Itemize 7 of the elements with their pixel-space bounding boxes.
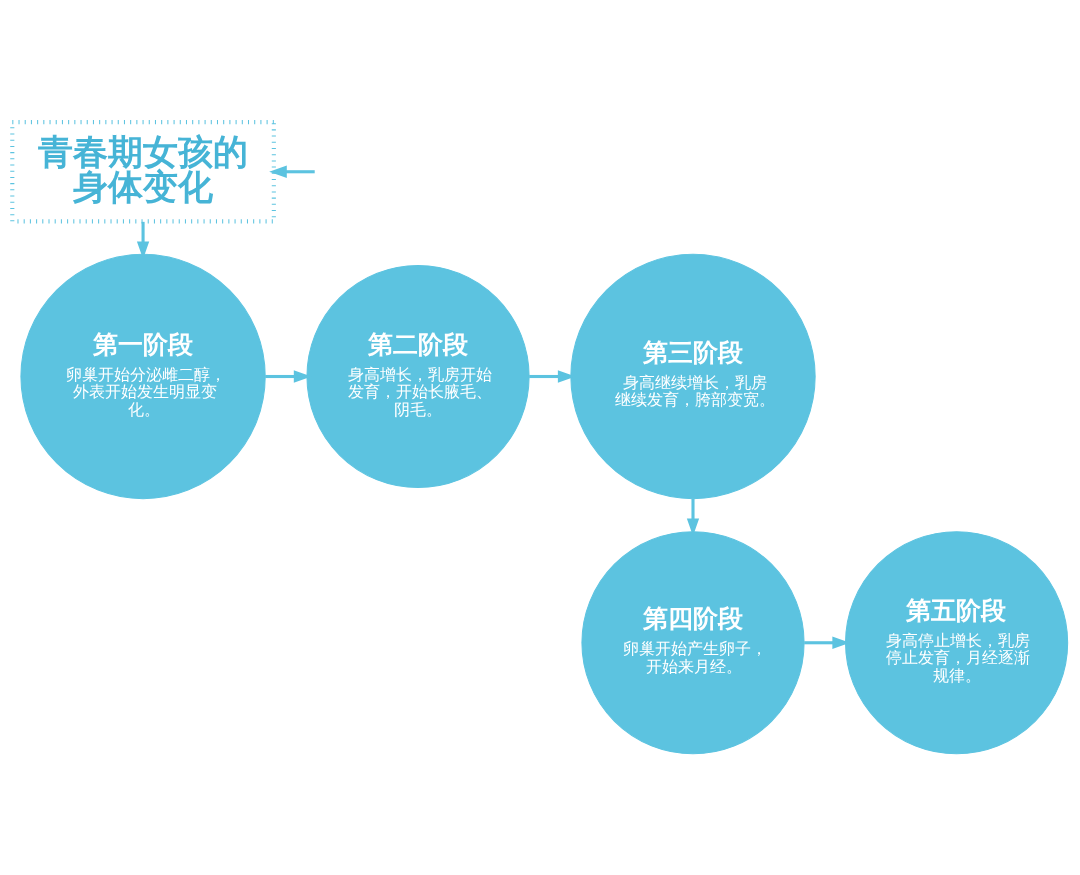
arrow [269, 165, 315, 178]
node-circle: 第三阶段 身高继续增长，乳房继续发育，胯部变宽。 [570, 253, 816, 499]
node-circle: 第一阶段 卵巢开始分泌雌二醇，外表开始发生明显变化。 [20, 253, 266, 499]
node-circle: 第五阶段 身高停止增长，乳房停止发育，月经逐渐规律。 [845, 530, 1069, 754]
node-box: 青春期女孩的身体变化 [10, 119, 276, 223]
node-circle: 第四阶段 卵巢开始产生卵子，开始来月经。 [581, 530, 805, 754]
node-circle: 第二阶段 身高增长，乳房开始发育，开始长腋毛、阴毛。 [306, 264, 530, 488]
